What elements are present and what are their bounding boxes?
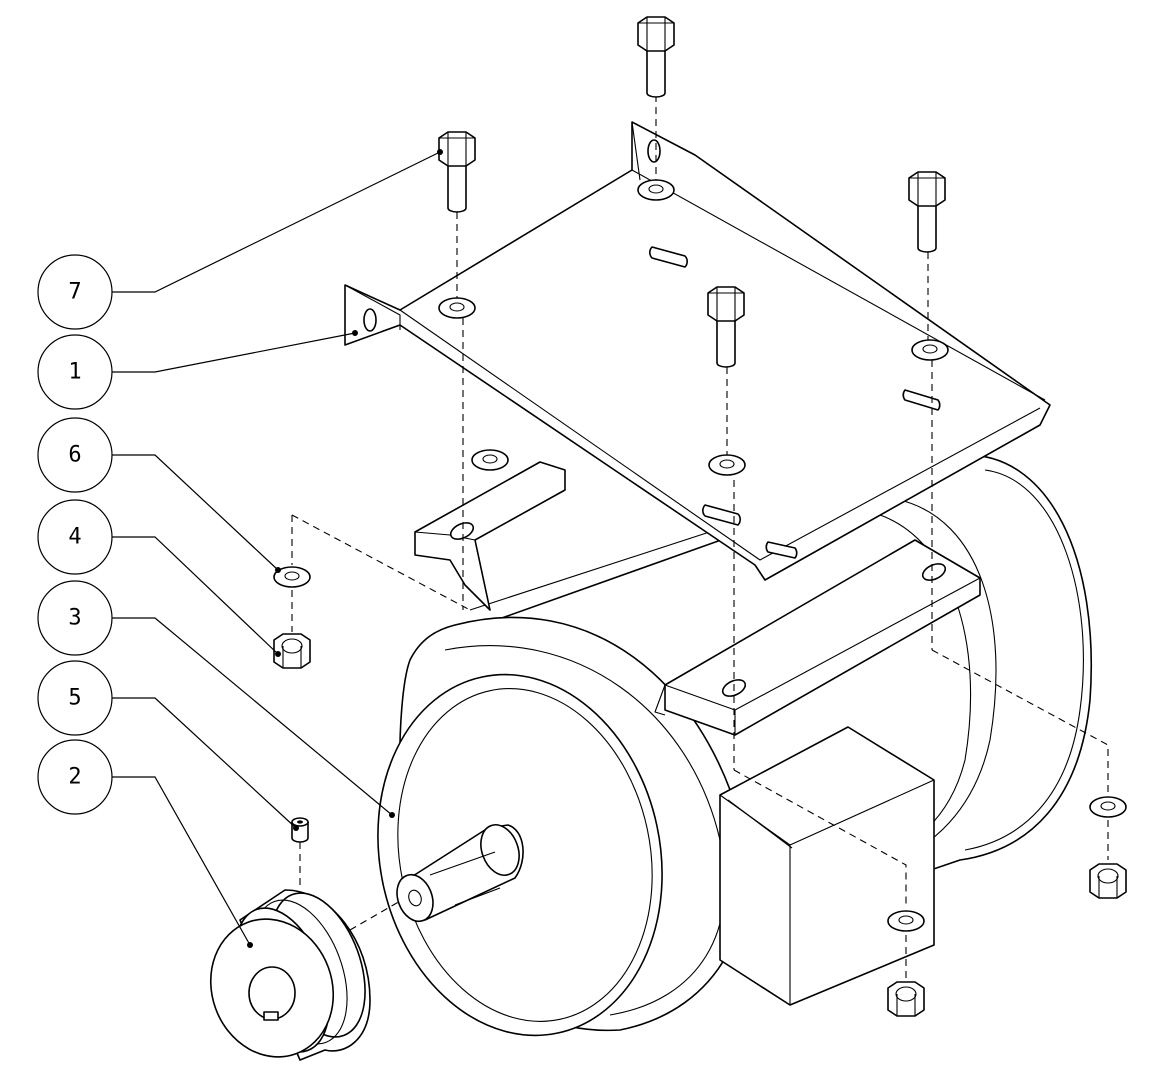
leader-lines <box>112 149 443 948</box>
washer <box>708 454 746 476</box>
balloon-1: 1 <box>37 334 113 410</box>
balloon-label-7: 7 <box>68 280 81 305</box>
bolt <box>637 16 675 98</box>
balloon-label-5: 5 <box>68 686 81 711</box>
balloon-5: 5 <box>37 660 113 736</box>
washer <box>1089 796 1127 818</box>
balloon-label-2: 2 <box>68 765 81 790</box>
balloon-label-6: 6 <box>68 443 81 468</box>
balloon-3: 3 <box>37 580 113 656</box>
balloon-2: 2 <box>37 739 113 815</box>
balloon-label-3: 3 <box>68 606 81 631</box>
washer <box>273 566 311 588</box>
balloon-label-1: 1 <box>68 360 81 385</box>
nut <box>273 633 311 669</box>
motor-foot-left <box>414 461 566 611</box>
balloon-label-4: 4 <box>68 525 81 550</box>
washer <box>438 297 476 319</box>
washer <box>637 179 675 201</box>
washer <box>471 449 509 471</box>
bolt <box>707 286 745 368</box>
balloon-7: 7 <box>37 254 113 330</box>
washer <box>887 910 925 932</box>
nut <box>887 981 925 1017</box>
bolt <box>908 171 946 253</box>
terminal-box <box>719 726 935 1006</box>
motor-foot-right <box>654 539 981 736</box>
motor <box>377 454 1092 1037</box>
set-screw <box>291 817 309 843</box>
balloon-6: 6 <box>37 417 113 493</box>
bolt <box>438 131 476 213</box>
nut <box>1089 863 1127 899</box>
balloon-4: 4 <box>37 499 113 575</box>
assembly-axes <box>291 95 1109 978</box>
mounting-plate <box>344 121 1051 581</box>
washer <box>911 339 949 361</box>
pulley <box>209 889 371 1061</box>
